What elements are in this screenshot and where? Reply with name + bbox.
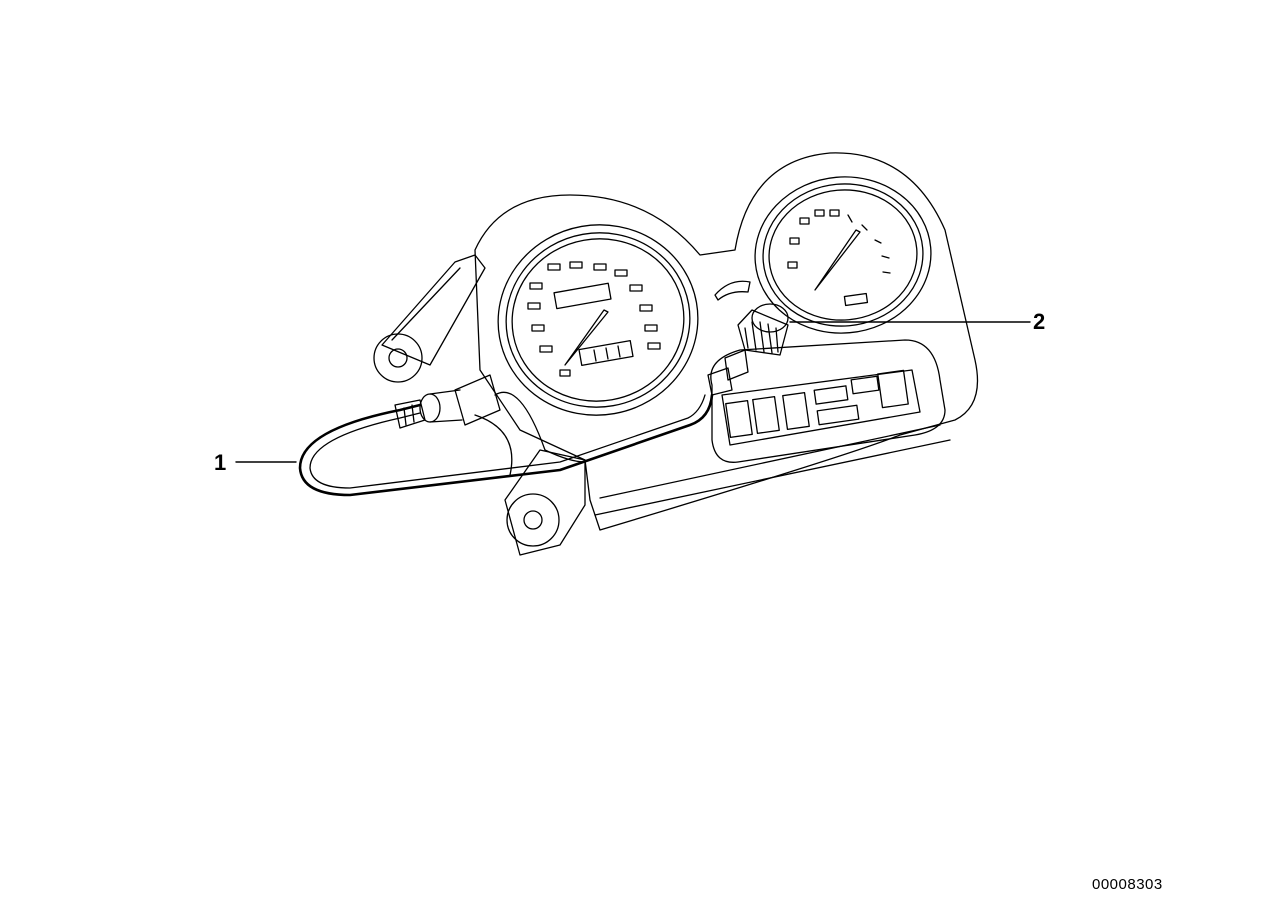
mounting-bracket-lower <box>504 449 586 556</box>
diagram-code: 00008303 <box>1092 876 1163 893</box>
indicator-lamp <box>714 280 751 301</box>
speedometer-scale-marks <box>527 261 661 377</box>
warning-lamp-panel <box>710 339 946 463</box>
mounting-bracket-upper <box>373 254 486 383</box>
cluster-housing <box>474 152 979 531</box>
callout-label-1: 1 <box>214 450 227 475</box>
callout-label-2: 2 <box>1033 309 1046 334</box>
speedometer-gauge <box>497 224 699 416</box>
speedometer-cable <box>298 391 714 497</box>
tachometer-gauge <box>754 176 932 334</box>
tachometer-scale-marks <box>787 209 891 274</box>
speedo-drive-connector <box>419 374 501 426</box>
